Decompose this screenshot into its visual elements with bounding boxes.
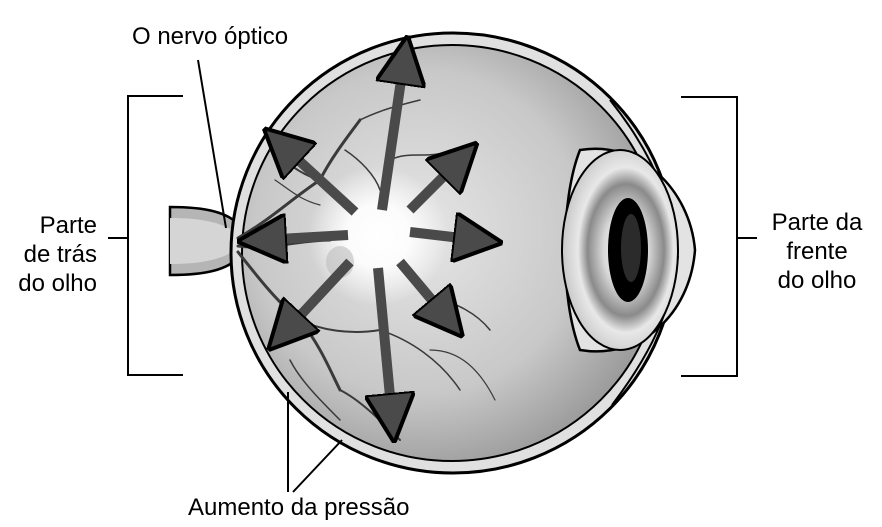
front-of-eye-line-2: frente <box>763 237 871 266</box>
front-of-eye-line-1: Parte da <box>763 208 871 237</box>
back-of-eye-line-3: do olho <box>0 269 97 298</box>
optic-nerve-pointer <box>198 60 226 228</box>
optic-nerve-label: O nervo óptico <box>132 22 288 51</box>
increased-pressure-label: Aumento da pressão <box>188 493 409 522</box>
back-of-eye-label: Parte de trás do olho <box>0 211 97 298</box>
back-of-eye-line-1: Parte <box>0 211 97 240</box>
front-of-eye-label: Parte da frente do olho <box>763 208 871 295</box>
optic-nerve-shape <box>170 207 240 275</box>
front-of-eye-line-3: do olho <box>763 266 871 295</box>
back-of-eye-line-2: de trás <box>0 240 97 269</box>
pressure-pointer-right <box>293 440 342 492</box>
